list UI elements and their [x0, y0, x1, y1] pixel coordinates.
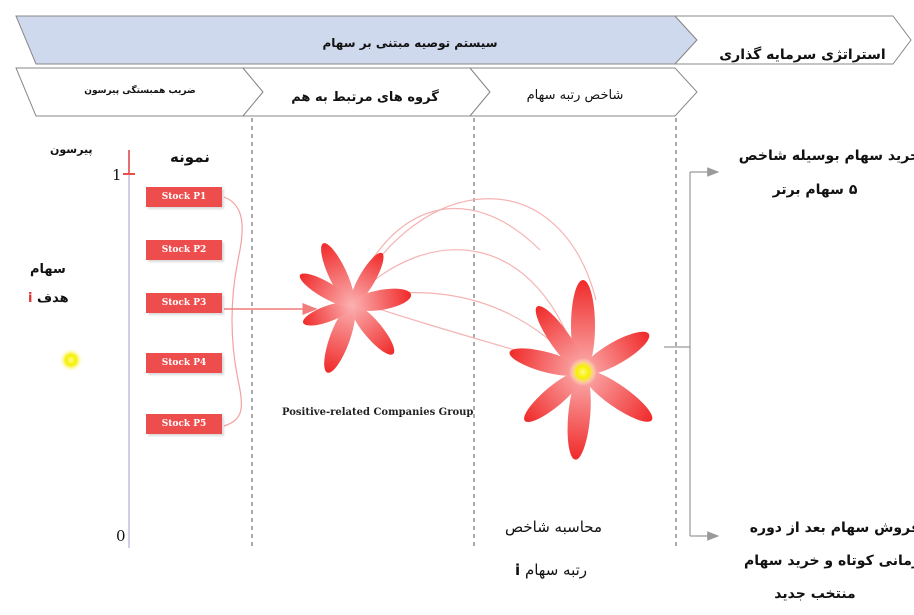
calc-rank-index: i — [515, 561, 521, 579]
stock-box-p3: Stock P3 — [146, 293, 222, 313]
groups-header: گروه های مرتبط به هم — [291, 90, 439, 105]
stock-bracket — [223, 196, 243, 427]
rank-header: شاخص رتبه سهام — [526, 88, 624, 103]
stock-box-p5: Stock P5 — [146, 414, 222, 434]
group-caption: Positive-related Companies Group — [282, 407, 474, 418]
target-stock-index: i — [28, 291, 33, 306]
target-stock-label: سهام — [30, 262, 66, 277]
companies-group-flower — [299, 243, 412, 373]
rank-header-band — [468, 67, 698, 117]
buy-strategy-line2: ۵ سهام برتر — [772, 182, 858, 198]
calc-label: محاسبه شاخص — [505, 518, 602, 536]
link-curve — [351, 249, 581, 371]
target-stock-word: هدف — [37, 291, 69, 306]
stock-box-p2: Stock P2 — [146, 240, 222, 260]
target-stock-sublabel: هدف i — [28, 291, 69, 306]
sell-strategy-line3: منتخب جدید — [774, 586, 856, 602]
rank-index-flower — [509, 280, 653, 460]
stock-box-p4: Stock P4 — [146, 353, 222, 373]
sample-label: نمونه — [170, 148, 210, 166]
axis-title: پیرسون — [50, 143, 93, 156]
axis-tick-top: 1 — [112, 166, 122, 184]
strategy-title: استراتژی سرمایه گذاری — [719, 47, 886, 63]
calc-sublabel: رتبه سهام i — [515, 561, 587, 579]
axis-tick-bottom: 0 — [116, 527, 126, 545]
sell-strategy-line2: زمانی کوتاه و خرید سهام — [744, 553, 914, 569]
stock-box-p1: Stock P1 — [146, 187, 222, 207]
target-stock-glow — [59, 348, 83, 372]
system-title: سیستم توصیه مبتنی بر سهام — [322, 36, 498, 50]
calc-rank-word: رتبه سهام — [524, 561, 588, 579]
pearson-header: ضریب همبستگی پیرسون — [84, 86, 196, 96]
sell-strategy-line1: فروش سهام بعد از دوره — [749, 520, 914, 536]
buy-strategy-line1: خرید سهام بوسیله شاخص — [738, 148, 914, 164]
strategy-header-band — [673, 15, 912, 65]
link-curve — [351, 198, 597, 301]
